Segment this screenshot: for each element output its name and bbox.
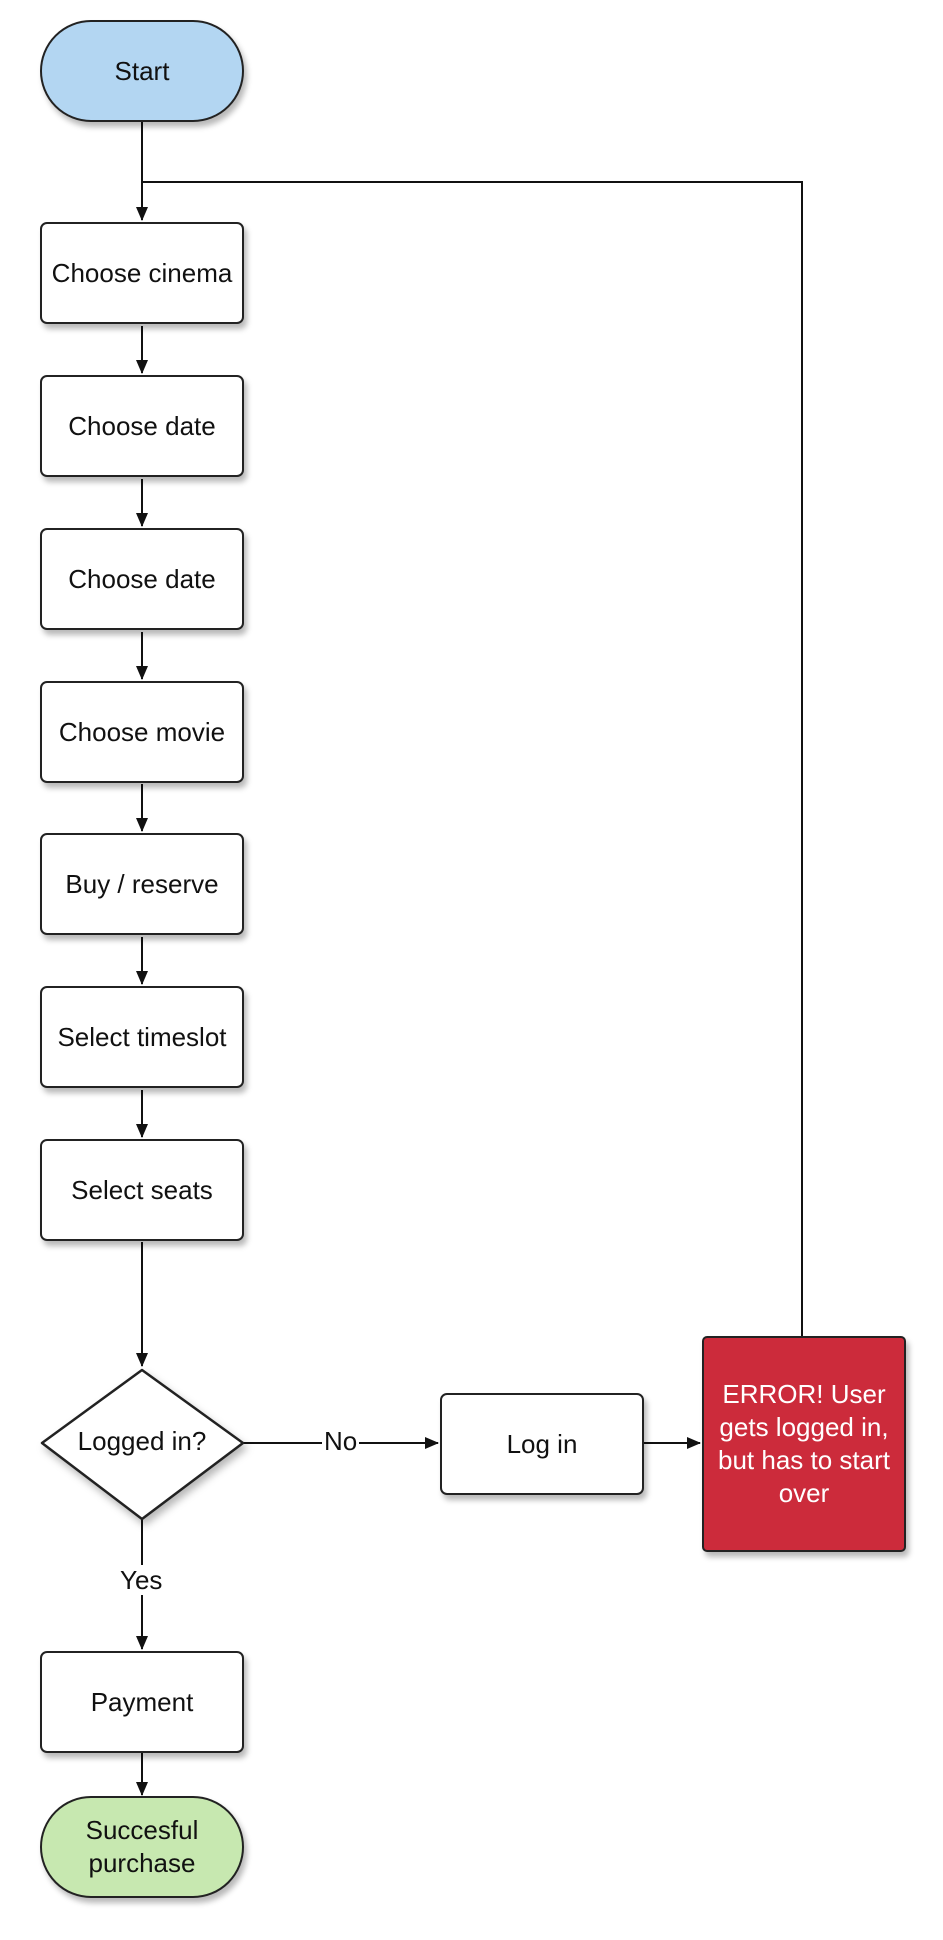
choose-movie-step: Choose movie	[40, 681, 244, 783]
choose-date-step-1: Choose date	[40, 375, 244, 477]
buy-reserve-step: Buy / reserve	[40, 833, 244, 935]
error-box: ERROR! User gets logged in, but has to s…	[702, 1336, 906, 1552]
select-timeslot-step: Select timeslot	[40, 986, 244, 1088]
no-branch-label: No	[322, 1426, 360, 1456]
end-node: Succesful purchase	[40, 1796, 244, 1898]
choose-cinema-step: Choose cinema	[40, 222, 244, 324]
decision-diamond	[40, 1368, 245, 1521]
select-seats-step: Select seats	[40, 1139, 244, 1241]
decision-label: Logged in?	[77, 1426, 207, 1456]
yes-branch-label: Yes	[118, 1565, 165, 1595]
loop-back-line	[142, 181, 803, 1336]
log-in-step: Log in	[440, 1393, 644, 1495]
start-node: Start	[40, 20, 244, 122]
payment-step: Payment	[40, 1651, 244, 1753]
choose-date-step-2: Choose date	[40, 528, 244, 630]
